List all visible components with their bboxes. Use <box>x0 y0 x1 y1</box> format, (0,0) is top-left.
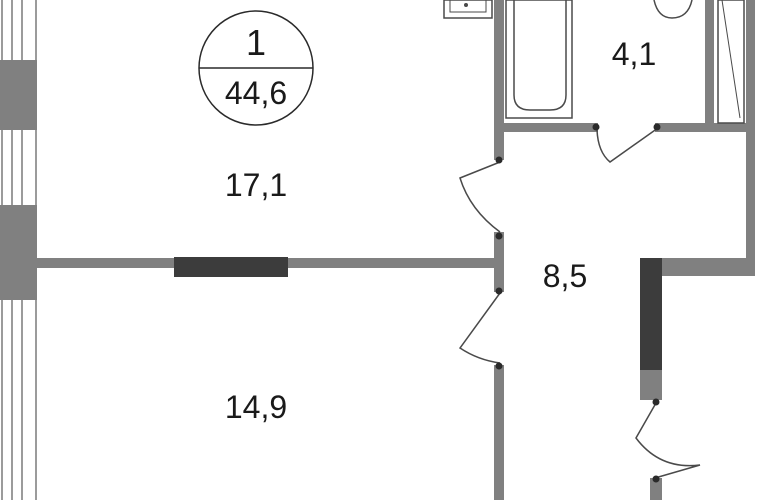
total-area: 44,6 <box>225 75 287 111</box>
hallway-walls <box>640 258 755 500</box>
wall-pier <box>0 60 37 130</box>
door-living-room <box>459 156 503 240</box>
apartment-badge: 1 44,6 <box>198 10 314 126</box>
load-bearing-wall <box>174 257 288 277</box>
wall-pier <box>0 205 37 300</box>
bathtub <box>505 0 573 119</box>
door-bedroom <box>458 287 503 370</box>
hallway-area: 8,5 <box>543 258 587 294</box>
partition-living-bedroom <box>36 257 500 277</box>
exterior-wall-left <box>0 0 37 500</box>
door-corridor <box>635 398 701 483</box>
door-bathroom <box>592 123 661 163</box>
bedroom-area: 14,9 <box>225 389 287 425</box>
load-bearing-wall <box>640 258 662 370</box>
bathroom-area: 4,1 <box>612 36 656 72</box>
partition-rooms-hallway <box>494 0 504 500</box>
sink <box>443 0 493 19</box>
living-room-area: 17,1 <box>225 167 287 203</box>
bathroom-walls <box>500 0 755 270</box>
toilet <box>653 0 693 19</box>
room-count: 1 <box>246 22 266 63</box>
